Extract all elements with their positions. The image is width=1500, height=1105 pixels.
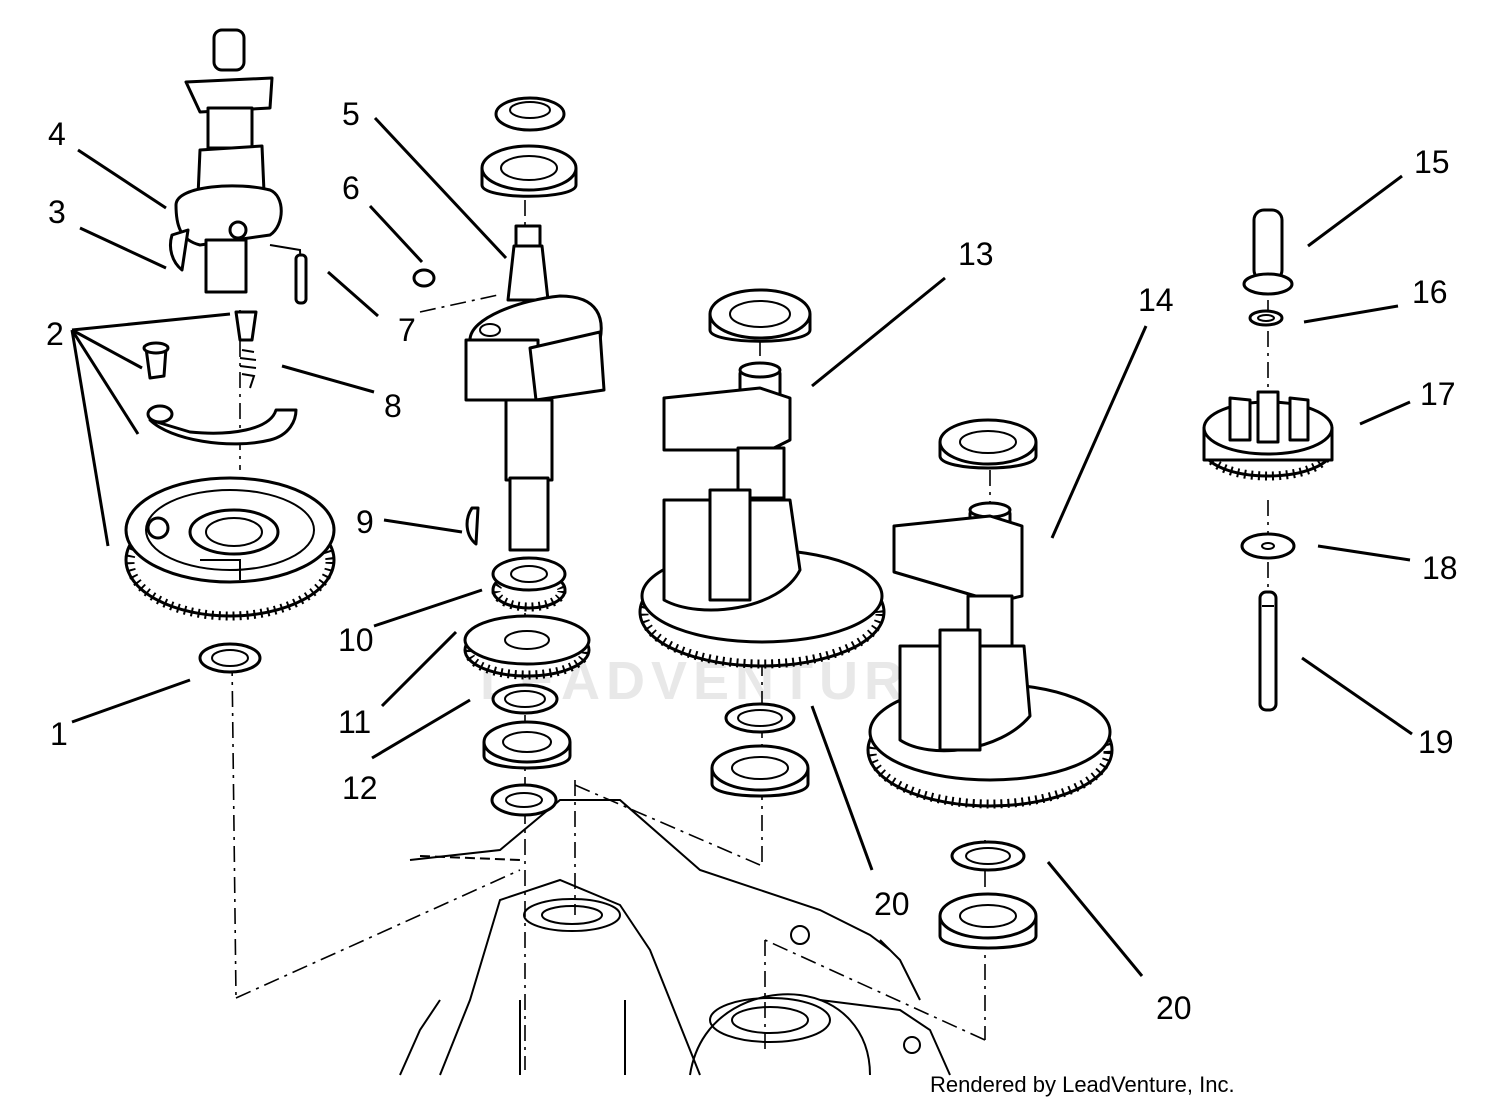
part-19-shaft bbox=[1258, 590, 1278, 712]
part-5-upper-bearings bbox=[480, 96, 578, 198]
callout-4: 4 bbox=[48, 116, 66, 152]
part-11-gear bbox=[463, 614, 591, 680]
callout-3: 3 bbox=[48, 194, 66, 230]
part-20-washer-and-bearing-right bbox=[938, 840, 1038, 950]
callout-8: 8 bbox=[384, 388, 402, 424]
callout-18: 18 bbox=[1422, 550, 1458, 586]
callout-9: 9 bbox=[356, 504, 374, 540]
callout-2: 2 bbox=[46, 316, 64, 352]
part-3-key bbox=[168, 228, 190, 272]
callout-12: 12 bbox=[342, 770, 378, 806]
callout-20-middle: 20 bbox=[874, 886, 910, 922]
callout-7: 7 bbox=[398, 312, 416, 348]
part-15-pin bbox=[1242, 208, 1294, 296]
part-12-washer-and-bearings bbox=[482, 683, 572, 817]
crankcase-housing bbox=[399, 799, 951, 1076]
callout-15: 15 bbox=[1414, 144, 1450, 180]
part-4-camshaft bbox=[174, 28, 308, 305]
callout-10: 10 bbox=[338, 622, 374, 658]
part-18-washer bbox=[1240, 532, 1296, 560]
part-6-plug bbox=[412, 268, 436, 288]
part-17-gear bbox=[1202, 390, 1334, 481]
callout-11: 11 bbox=[338, 704, 372, 740]
callout-20-right: 20 bbox=[1156, 990, 1192, 1026]
callout-1: 1 bbox=[50, 716, 68, 752]
leader-lines bbox=[70, 116, 1413, 977]
credit-line: Rendered by LeadVenture, Inc. bbox=[930, 1072, 1235, 1097]
part-1-washer bbox=[198, 642, 262, 674]
part-5-crankshaft bbox=[464, 224, 606, 552]
part-10-crank-gear bbox=[491, 556, 567, 612]
callout-6: 6 bbox=[342, 170, 360, 206]
callout-13: 13 bbox=[958, 236, 994, 272]
part-20-washer-and-bearing-middle bbox=[710, 702, 810, 798]
part-14-balance-shaft bbox=[866, 418, 1114, 809]
part-9-key bbox=[465, 506, 480, 546]
callout-19: 19 bbox=[1418, 724, 1454, 760]
callout-17: 17 bbox=[1420, 376, 1456, 412]
part-16-ring bbox=[1248, 309, 1284, 327]
callout-16: 16 bbox=[1412, 274, 1448, 310]
part-2-governor-gear bbox=[124, 476, 336, 621]
callout-5: 5 bbox=[342, 96, 360, 132]
part-13-balance-shaft bbox=[638, 288, 886, 669]
part-2-governor-assembly bbox=[142, 310, 298, 446]
callout-14: 14 bbox=[1138, 282, 1174, 318]
